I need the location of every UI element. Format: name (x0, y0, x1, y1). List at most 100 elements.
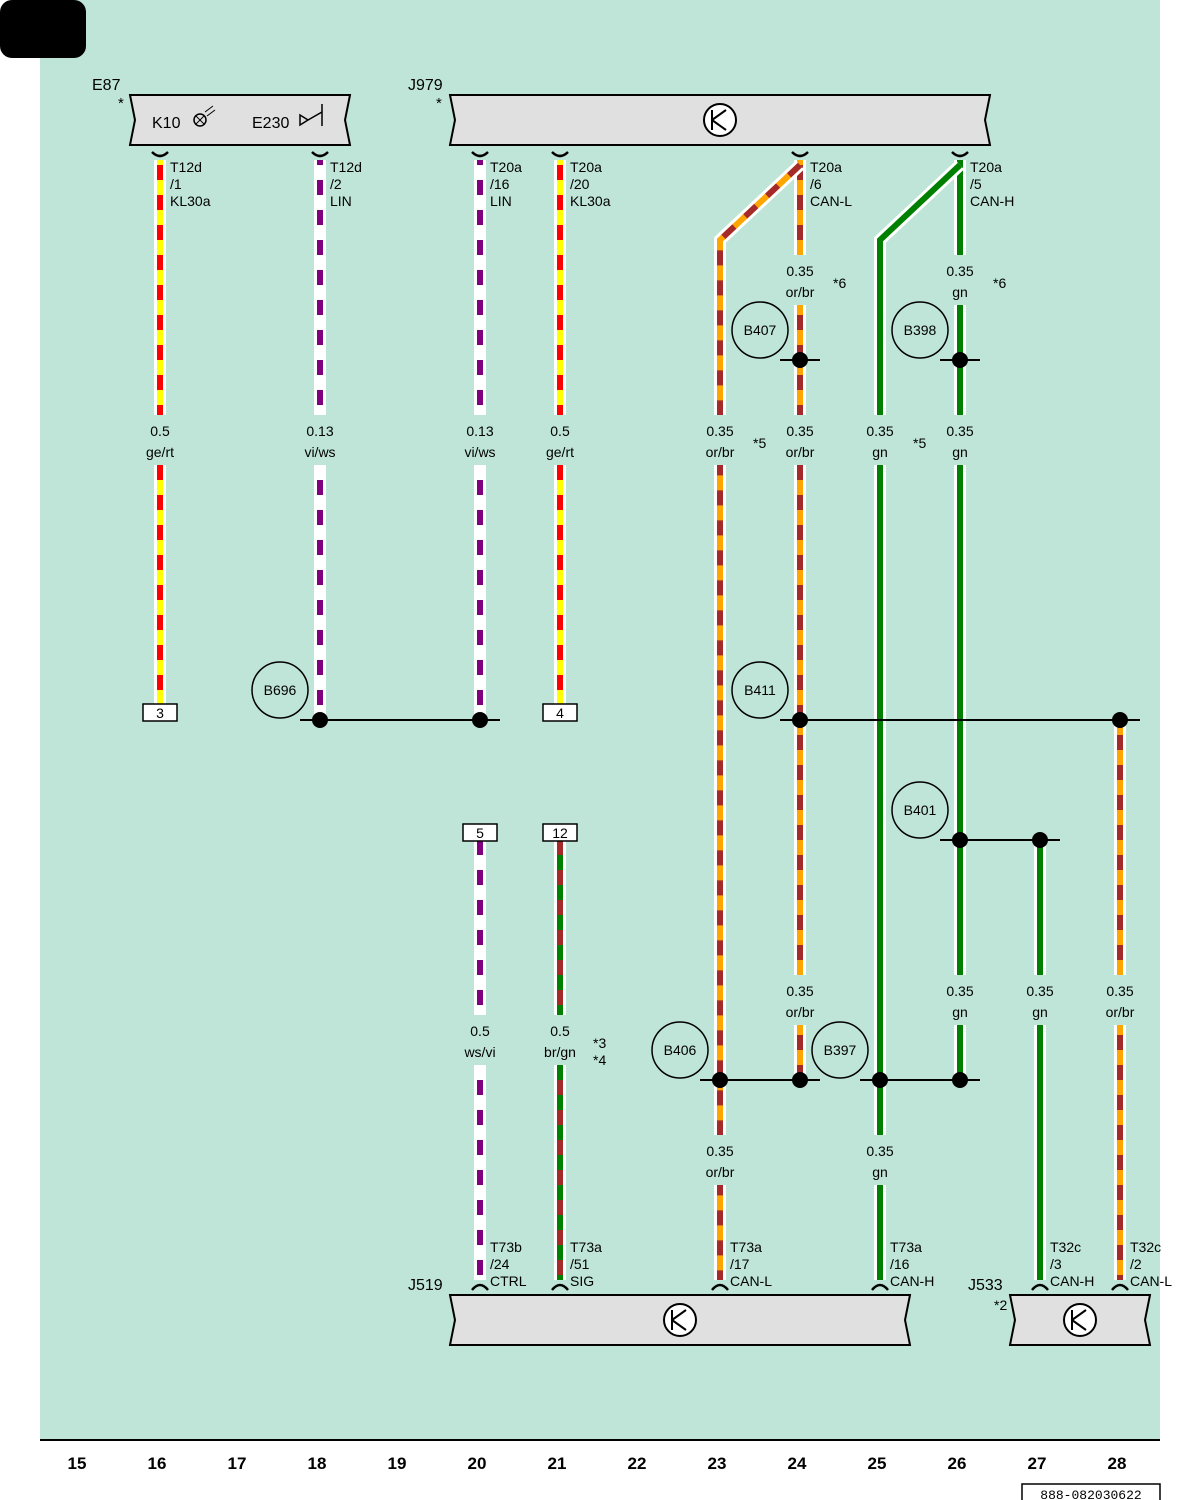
corner-tab (0, 0, 86, 58)
j979-note: * (436, 95, 442, 112)
label-backgrounds (135, 255, 1145, 1185)
svg-text:gn: gn (952, 284, 968, 300)
svg-text:KL30a: KL30a (570, 193, 611, 209)
svg-text:CAN-H: CAN-H (890, 1273, 934, 1289)
svg-text:0.35: 0.35 (1106, 983, 1133, 999)
lamp-icon (193, 105, 216, 127)
wire-notes: *6 *6 *5 *5 *3 *4 (593, 275, 1006, 1068)
svg-text:CAN-L: CAN-L (1130, 1273, 1172, 1289)
svg-text:T73b: T73b (490, 1239, 522, 1255)
pin-labels-top: T12d /1 KL30a T12d /2 LIN T20a /16 LIN T… (170, 159, 1014, 209)
svg-text:CAN-H: CAN-H (970, 193, 1014, 209)
svg-text:4: 4 (556, 705, 564, 721)
svg-text:B407: B407 (744, 322, 777, 338)
e87-label: E87 (92, 77, 121, 94)
svg-text:T20a: T20a (970, 159, 1002, 175)
junction-dots (312, 352, 1128, 1088)
svg-text:*4: *4 (593, 1052, 606, 1068)
svg-text:B411: B411 (744, 682, 776, 698)
j519-component: J519 (408, 1277, 912, 1346)
svg-text:5: 5 (476, 825, 484, 841)
svg-text:*5: *5 (913, 435, 926, 451)
svg-text:25: 25 (868, 1454, 887, 1473)
svg-text:0.35: 0.35 (706, 423, 733, 439)
svg-text:ws/vi: ws/vi (463, 1044, 495, 1060)
splice-b696: B696 (251, 661, 309, 719)
svg-text:3: 3 (156, 705, 164, 721)
svg-text:T73a: T73a (570, 1239, 602, 1255)
svg-text:T32c: T32c (1050, 1239, 1081, 1255)
pin-labels-bottom: T73b /24 CTRL T73a /51 SIG T73a /17 CAN-… (490, 1239, 1172, 1289)
svg-text:20: 20 (468, 1454, 487, 1473)
connector-4: 4 (542, 703, 578, 722)
svg-text:T32c: T32c (1130, 1239, 1161, 1255)
svg-text:B406: B406 (664, 1042, 697, 1058)
svg-text:*6: *6 (993, 275, 1006, 291)
splice-b398: B398 (891, 301, 949, 359)
svg-text:0.35: 0.35 (946, 983, 973, 999)
wire-24 (794, 160, 806, 1080)
svg-text:888-082030622: 888-082030622 (1040, 1488, 1141, 1500)
svg-text:0.35: 0.35 (786, 423, 813, 439)
column-numbers: 15 16 17 18 19 20 21 22 23 24 25 26 27 2… (68, 1454, 1127, 1473)
svg-text:0.35: 0.35 (866, 423, 893, 439)
svg-text:/17: /17 (730, 1256, 750, 1272)
svg-text:18: 18 (308, 1454, 327, 1473)
splice-b407: B407 (731, 301, 789, 359)
svg-text:gn: gn (1032, 1004, 1048, 1020)
svg-text:0.35: 0.35 (786, 263, 813, 279)
svg-text:23: 23 (708, 1454, 727, 1473)
svg-text:B398: B398 (904, 322, 937, 338)
svg-text:T73a: T73a (890, 1239, 922, 1255)
splice-b406: B406 (651, 1021, 709, 1079)
svg-text:0.35: 0.35 (786, 983, 813, 999)
svg-text:12: 12 (552, 825, 568, 841)
j979-label: J979 (408, 77, 443, 94)
connector-12: 12 (542, 823, 578, 842)
wire-26 (954, 160, 966, 1080)
svg-text:0.35: 0.35 (1026, 983, 1053, 999)
svg-text:/16: /16 (490, 176, 510, 192)
svg-text:or/br: or/br (706, 1164, 735, 1180)
j979-component: J979 * (408, 77, 992, 146)
j533-note: *2 (994, 1297, 1007, 1313)
svg-text:/5: /5 (970, 176, 982, 192)
svg-text:T73a: T73a (730, 1239, 762, 1255)
e230-label: E230 (252, 115, 289, 132)
svg-text:T20a: T20a (570, 159, 602, 175)
wire-27 (1034, 840, 1046, 1280)
svg-text:gn: gn (952, 444, 968, 460)
svg-text:LIN: LIN (490, 193, 512, 209)
svg-text:B401: B401 (904, 802, 937, 818)
svg-text:B397: B397 (824, 1042, 857, 1058)
svg-text:0.35: 0.35 (866, 1143, 893, 1159)
svg-text:0.35: 0.35 (946, 423, 973, 439)
svg-text:LIN: LIN (330, 193, 352, 209)
splice-b411: B411 (731, 661, 789, 719)
connector-3: 3 (142, 703, 178, 722)
control-unit-icon (703, 103, 737, 137)
svg-text:SIG: SIG (570, 1273, 594, 1289)
svg-text:/2: /2 (330, 176, 342, 192)
svg-text:or/br: or/br (786, 444, 815, 460)
svg-text:*3: *3 (593, 1035, 606, 1051)
j533-label: J533 (968, 1277, 1003, 1294)
svg-text:0.5: 0.5 (470, 1023, 490, 1039)
svg-text:T20a: T20a (490, 159, 522, 175)
svg-text:T20a: T20a (810, 159, 842, 175)
pin-sockets-bottom (471, 1283, 1129, 1291)
svg-text:T12d: T12d (170, 159, 202, 175)
svg-text:B696: B696 (264, 682, 297, 698)
wire-labels-low: 0.35 or/br 0.35 gn 0.35 gn 0.35 or/br 0.… (463, 983, 1134, 1180)
svg-text:KL30a: KL30a (170, 193, 211, 209)
k10-label: K10 (152, 115, 181, 132)
svg-text:15: 15 (68, 1454, 87, 1473)
svg-text:gn: gn (952, 1004, 968, 1020)
splice-b397: B397 (811, 1021, 869, 1079)
svg-text:0.5: 0.5 (550, 1023, 570, 1039)
svg-text:br/gn: br/gn (544, 1044, 576, 1060)
wire-26-branch (874, 160, 965, 1280)
e87-note: * (118, 95, 124, 112)
svg-text:/3: /3 (1050, 1256, 1062, 1272)
